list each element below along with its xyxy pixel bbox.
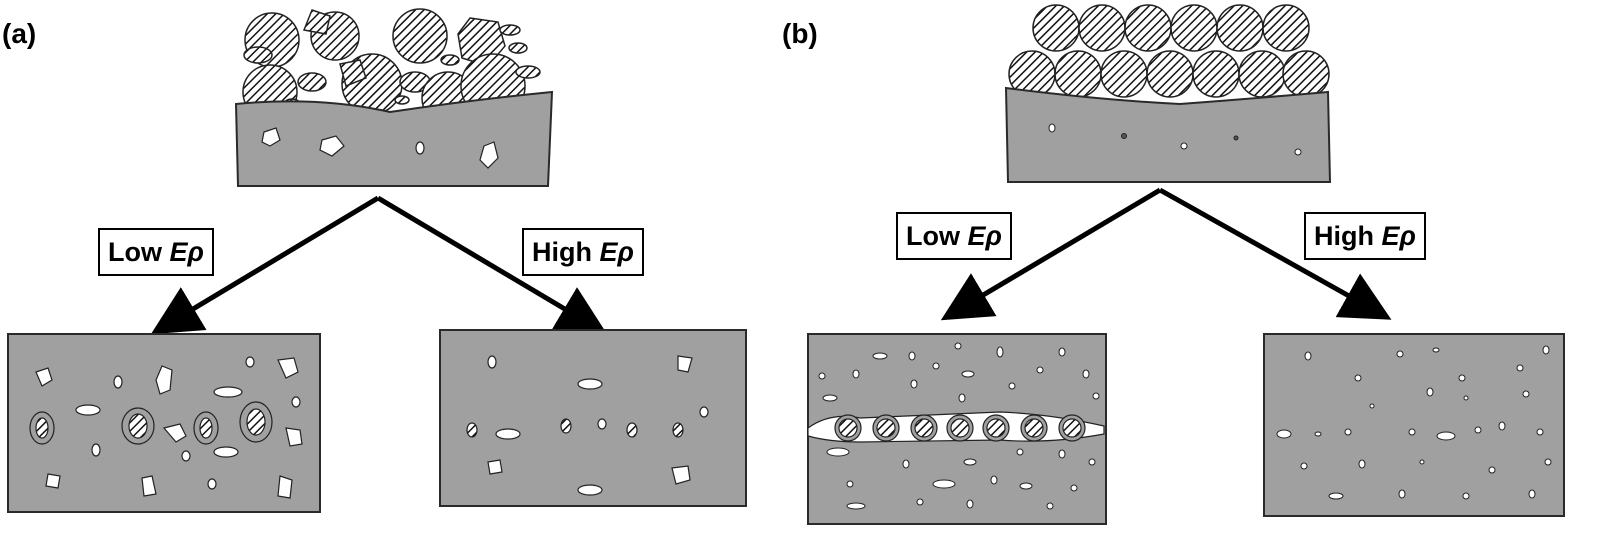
powder-layer-spherical	[1008, 4, 1330, 98]
pores-top-a	[261, 127, 499, 169]
arrow-low-b	[940, 187, 1162, 321]
panel-label-b: (b)	[782, 18, 818, 49]
ep-symbol: Eρ	[169, 237, 204, 267]
low-ep-label-a: Low Eρ	[98, 228, 214, 276]
arrow-high-a	[376, 195, 608, 335]
high-ep-label-a: High Eρ	[522, 228, 644, 276]
panel-a	[7, 8, 747, 513]
low-ep-prefix: Low	[108, 237, 170, 267]
ep-symbol: Eρ	[599, 237, 634, 267]
arrow-high-b	[1158, 187, 1392, 320]
unmelted-particles-crack	[834, 414, 1086, 442]
high-ep-prefix: High	[532, 237, 600, 267]
arrow-low-a	[150, 195, 380, 335]
substrate-block-top	[1004, 86, 1332, 183]
low-ep-label-b: Low Eρ	[896, 212, 1012, 260]
substrate-high-a	[439, 329, 747, 507]
pores-low-b	[818, 342, 1100, 510]
unmelted-particles-low-a	[29, 401, 273, 445]
ep-symbol: Eρ	[1381, 221, 1416, 251]
substrate-block-top	[234, 90, 554, 187]
pores-top-b	[1048, 123, 1302, 156]
pores-high-a	[487, 355, 709, 496]
pores-high-b	[1276, 345, 1552, 500]
pores-low-a	[35, 356, 303, 499]
substrate-high-b	[1263, 333, 1565, 517]
high-ep-prefix: High	[1314, 221, 1382, 251]
low-ep-prefix: Low	[906, 221, 968, 251]
high-ep-label-b: High Eρ	[1304, 212, 1426, 260]
panel-label-a: (a)	[2, 18, 37, 49]
ep-symbol: Eρ	[967, 221, 1002, 251]
panel-b	[807, 4, 1565, 525]
unmelted-particles-high-a	[466, 418, 684, 438]
